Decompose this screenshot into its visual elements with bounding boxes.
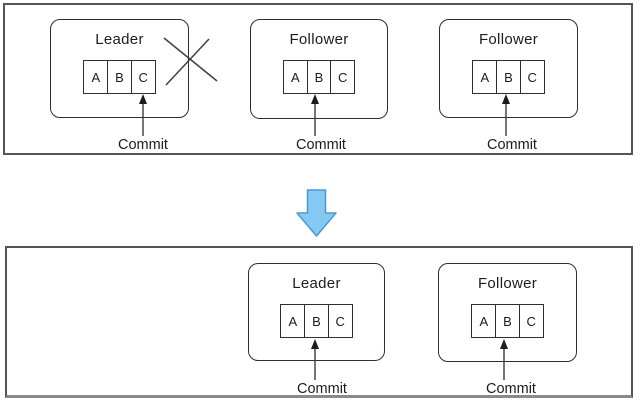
log-cell: C	[519, 60, 545, 94]
node-title: Leader	[292, 275, 341, 292]
log-cell: A	[472, 60, 498, 94]
node-title: Follower	[478, 31, 539, 48]
commit-label: Commit	[118, 137, 168, 153]
node-title: Leader	[95, 31, 144, 48]
log-cells: A B C	[251, 60, 387, 94]
node-follower-2: Follower A B C	[439, 19, 578, 118]
log-cell: A	[282, 60, 308, 94]
log-cell: B	[107, 60, 132, 94]
log-cell: C	[518, 304, 544, 338]
log-cells: A B C	[439, 304, 576, 338]
log-cell: C	[327, 304, 353, 338]
log-cell: B	[496, 60, 521, 94]
log-cell: A	[83, 60, 109, 94]
node-follower-1: Follower A B C	[250, 19, 388, 119]
transition-down-arrow-icon	[296, 189, 337, 237]
log-cells: A B C	[249, 304, 384, 338]
log-cell: B	[495, 304, 520, 338]
node-new-leader: Leader A B C	[248, 263, 385, 361]
commit-label: Commit	[487, 137, 537, 153]
log-cell: C	[330, 60, 356, 94]
log-cells: A B C	[440, 60, 577, 94]
log-cells: A B C	[51, 60, 188, 94]
commit-label: Commit	[486, 381, 536, 397]
node-leader-failed: Leader A B C	[50, 19, 189, 118]
commit-label: Commit	[297, 381, 347, 397]
log-cell: A	[471, 304, 497, 338]
log-cell: C	[130, 60, 156, 94]
log-cell: B	[304, 304, 329, 338]
node-title: Follower	[477, 275, 538, 292]
commit-label: Commit	[296, 137, 346, 153]
node-follower-remaining: Follower A B C	[438, 263, 577, 362]
node-title: Follower	[289, 31, 349, 48]
log-cell: B	[306, 60, 332, 94]
log-cell: A	[280, 304, 306, 338]
